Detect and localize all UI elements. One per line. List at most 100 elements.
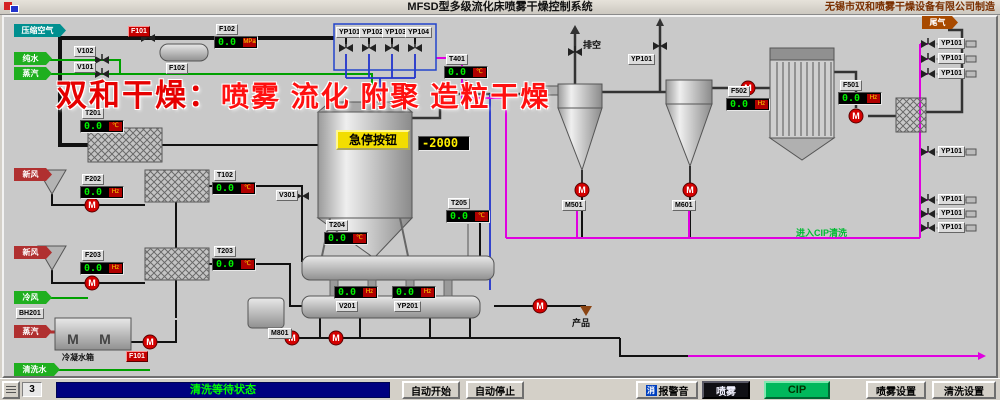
system-menu-button[interactable]: [2, 381, 20, 399]
air-filter-vessel: [159, 43, 209, 62]
device-tag: F102: [166, 63, 188, 74]
device-tag: YP101: [938, 68, 966, 79]
condensate-tank-label: 冷凝水箱: [62, 353, 94, 362]
valve-icon[interactable]: [921, 68, 935, 78]
stream-tag: 纯水: [14, 52, 52, 65]
valve-icon[interactable]: [362, 42, 376, 52]
equipment: M M: [37, 23, 927, 351]
app-logo-icon: [4, 2, 19, 13]
valve-icon[interactable]: [408, 42, 422, 52]
valve-icon[interactable]: [921, 146, 935, 156]
spray-settings-button[interactable]: 喷雾设置: [866, 381, 926, 399]
pump-icon[interactable]: M: [682, 182, 698, 198]
feed-tank: [247, 297, 285, 329]
valve-icon[interactable]: [568, 46, 582, 56]
cip-arrow-icon: [978, 352, 986, 360]
auto-stop-button[interactable]: 自动停止: [466, 381, 524, 399]
svg-text:M: M: [686, 185, 694, 195]
device-tag: M601: [672, 200, 696, 211]
pump-icon[interactable]: M: [84, 275, 100, 291]
device-tag: YP101: [938, 208, 966, 219]
stream-tag: 新风: [14, 246, 52, 259]
device-tag: M501: [562, 200, 586, 211]
spray-button[interactable]: 喷雾: [702, 381, 750, 399]
pipe-fitting-icon: [965, 40, 977, 48]
mute-alarm-button[interactable]: 消报警音: [636, 381, 698, 399]
display-tag: T401: [446, 54, 468, 65]
svg-text:M: M: [332, 333, 340, 343]
stream-tag: 蒸汽: [14, 67, 52, 80]
product-label: 产品: [572, 318, 591, 328]
valve-icon[interactable]: [921, 208, 935, 218]
value-display: 0.0℃: [212, 182, 256, 195]
display-tag: F501: [840, 80, 862, 91]
pipe-fitting-icon: [965, 148, 977, 156]
device-tag: YP101: [938, 53, 966, 64]
status-bar: 清洗等待状态: [56, 382, 390, 398]
yp-valve-box: [333, 23, 437, 71]
pump-icon[interactable]: M: [574, 182, 590, 198]
device-tag: F101: [126, 351, 148, 362]
display-tag: YP201: [394, 301, 422, 312]
display-tag: F102: [216, 24, 238, 35]
auto-start-button[interactable]: 自动开始: [402, 381, 460, 399]
bag-filter: [768, 47, 836, 161]
pump-icon[interactable]: M: [328, 330, 344, 346]
svg-text:M: M: [536, 301, 544, 311]
value-display: 0.0℃: [444, 66, 488, 79]
valve-icon[interactable]: [95, 54, 109, 64]
display-tag: V201: [336, 301, 359, 312]
valve-icon[interactable]: [385, 42, 399, 52]
emergency-stop-button[interactable]: 急停按钮: [336, 130, 410, 150]
svg-text:M: M: [852, 111, 860, 121]
watermark-prefix: 双和干燥：: [56, 78, 221, 113]
pump-icon[interactable]: M: [848, 108, 864, 124]
svg-text:M: M: [88, 278, 96, 288]
mute-alarm-label: 报警音: [658, 386, 689, 398]
pipe-fitting-icon: [965, 196, 977, 204]
pump-icon[interactable]: M: [532, 298, 548, 314]
valve-icon[interactable]: [95, 68, 109, 78]
stream-tag: 冷风: [14, 291, 52, 304]
mute-icon: 消: [645, 384, 657, 396]
watermark-text: 喷雾 流化 附聚 造粒干燥: [221, 81, 551, 112]
cyclone: [543, 83, 603, 183]
pump-icon[interactable]: M: [84, 197, 100, 213]
display-tag: F202: [82, 174, 104, 185]
clean-settings-button[interactable]: 清洗设置: [932, 381, 996, 399]
display-tag: T204: [326, 220, 348, 231]
vent-arrow-icon: [570, 25, 580, 34]
valve-icon[interactable]: [921, 194, 935, 204]
bottom-bar: 3 清洗等待状态 自动开始 自动停止 消报警音 喷雾 CIP 喷雾设置 清洗设置: [0, 378, 1000, 400]
device-tag: YP101: [938, 222, 966, 233]
fluid-bed: [301, 255, 495, 281]
valve-icon[interactable]: [921, 222, 935, 232]
device-tag: V301: [276, 190, 299, 201]
device-tag: YP104: [405, 27, 433, 38]
pipe-fitting-icon: [965, 210, 977, 218]
valve-icon[interactable]: [921, 53, 935, 63]
device-tag: YP101: [938, 146, 966, 157]
pipe-fitting-icon: [965, 70, 977, 78]
svg-text:M: M: [67, 331, 79, 347]
page-number-box[interactable]: 3: [22, 382, 42, 397]
stream-tag: 清洗水: [14, 363, 60, 376]
valve-icon[interactable]: [653, 40, 667, 50]
valve-icon[interactable]: [339, 42, 353, 52]
display-tag: T201: [82, 108, 104, 119]
valve-icon[interactable]: [921, 38, 935, 48]
heater: [144, 169, 210, 203]
device-tag: YP101: [628, 54, 656, 65]
pump-icon[interactable]: M: [142, 334, 158, 350]
value-display: 0.0℃: [324, 232, 368, 245]
svg-text:M: M: [578, 185, 586, 195]
value-display: -2000: [418, 136, 470, 151]
cip-button[interactable]: CIP: [764, 381, 830, 399]
